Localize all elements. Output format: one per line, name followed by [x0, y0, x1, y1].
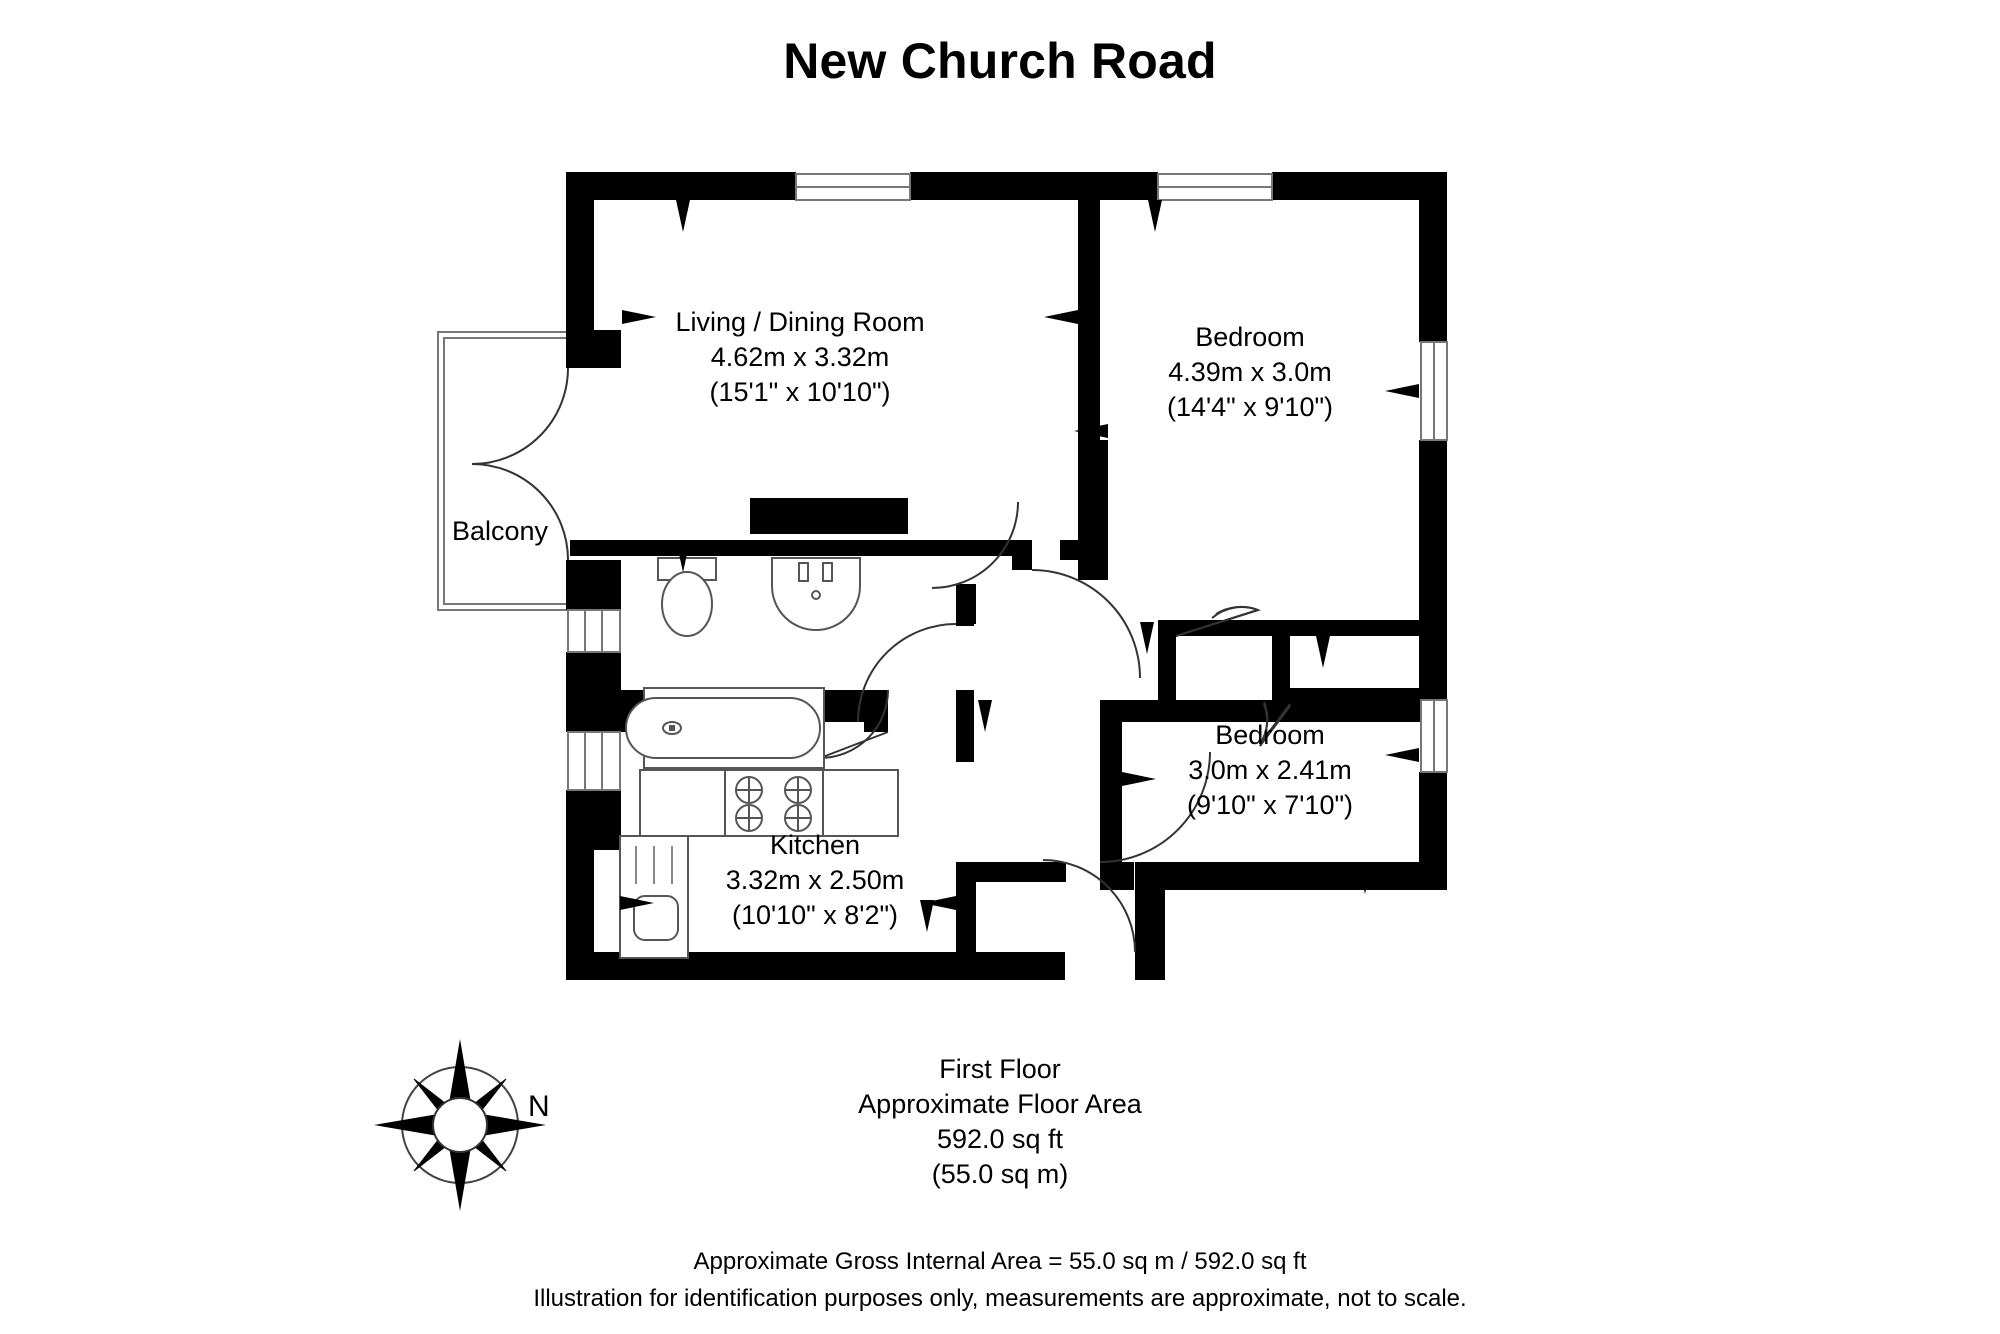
floor-name: First Floor [939, 1054, 1061, 1084]
room-dimensions-imperial: (9'10" x 7'10") [1186, 790, 1354, 820]
room-name: Bedroom [1215, 720, 1325, 750]
windows-group [566, 173, 1448, 791]
room-dimensions-metric: 3.0m x 2.41m [1188, 755, 1352, 785]
room-label-balcony: Balcony [452, 516, 549, 546]
view-direction-markers [620, 200, 1419, 932]
room-name: Living / Dining Room [675, 307, 925, 337]
door-swings-group [471, 367, 1291, 953]
stove-hob-icon [724, 769, 824, 837]
room-dimensions-metric: 4.39m x 3.0m [1168, 357, 1332, 387]
room-label-bedroom-2: Bedroom 3.0m x 2.41m (9'10" x 7'10") [1110, 718, 1430, 823]
balcony-outline [437, 331, 569, 611]
disclaimer-line-2: Illustration for identification purposes… [533, 1285, 1467, 1312]
room-label-kitchen: Kitchen 3.32m x 2.50m (10'10" x 8'2") [660, 828, 970, 933]
room-label-living-dining-room: Living / Dining Room 4.62m x 3.32m (15'1… [620, 305, 980, 410]
room-label-bedroom-1: Bedroom 4.39m x 3.0m (14'4" x 9'10") [1090, 320, 1410, 425]
room-name: Bedroom [1195, 322, 1305, 352]
kitchen-worktop [619, 769, 899, 959]
toilet-icon [657, 557, 717, 637]
bathtub-icon [625, 687, 825, 769]
compass-rose-icon [374, 1039, 546, 1211]
floor-area-sqft: 592.0 sq ft [936, 1124, 1064, 1154]
page-title: New Church Road [783, 33, 1217, 89]
sink-icon [771, 557, 861, 631]
room-dimensions-metric: 3.32m x 2.50m [725, 865, 905, 895]
floor-area-sqm: (55.0 sq m) [931, 1159, 1069, 1189]
room-dimensions-metric: 4.62m x 3.32m [710, 342, 890, 372]
room-dimensions-imperial: (10'10" x 8'2") [731, 900, 899, 930]
room-dimensions-imperial: (14'4" x 9'10") [1166, 392, 1334, 422]
floor-area-caption: Approximate Floor Area [858, 1089, 1142, 1119]
room-dimensions-imperial: (15'1" x 10'10") [709, 377, 891, 407]
kitchen-sink-icon [619, 835, 689, 959]
room-name: Kitchen [769, 830, 861, 860]
floor-area-summary: First Floor Approximate Floor Area 592.0… [700, 1052, 1300, 1192]
disclaimer-text: Approximate Gross Internal Area = 55.0 s… [0, 1243, 2000, 1317]
disclaimer-line-1: Approximate Gross Internal Area = 55.0 s… [693, 1248, 1307, 1275]
wall-structure [566, 172, 1447, 980]
compass-direction-label: N [528, 1090, 550, 1123]
